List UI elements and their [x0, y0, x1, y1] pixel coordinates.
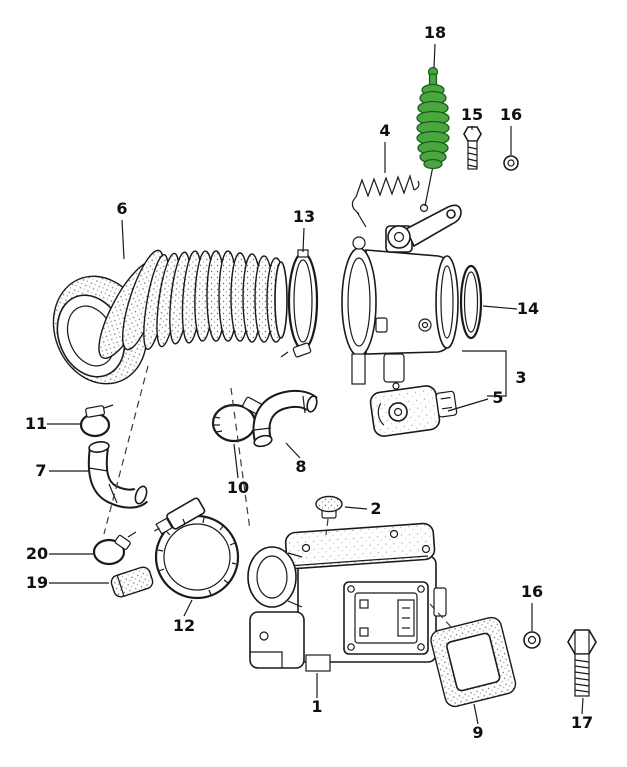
- part-label-13: 13: [293, 207, 315, 226]
- part-label-17: 17: [571, 713, 593, 732]
- part-6-intake-hose: [52, 249, 288, 385]
- part-2-cap: [315, 495, 343, 519]
- lever-ball-stud: [419, 203, 429, 213]
- part-18-boot-highlighted: [416, 66, 450, 170]
- part-label-19: 19: [26, 573, 48, 592]
- part-15-screw: [463, 126, 482, 170]
- part-label-8: 8: [295, 457, 306, 476]
- part-label-16-top: 16: [500, 105, 522, 124]
- part-3-throttle-body: [341, 165, 462, 390]
- part-17-bolt: [567, 629, 597, 697]
- part-7-elbow-hose: [87, 441, 149, 509]
- part-16-washer-top: [503, 155, 519, 171]
- part-label-6: 6: [116, 199, 127, 218]
- part-label-18: 18: [424, 23, 446, 42]
- part-label-12: 12: [173, 616, 195, 635]
- part-14-o-ring: [459, 264, 483, 340]
- construction-lines: [103, 365, 453, 629]
- part-label-15: 15: [461, 105, 483, 124]
- part-label-2: 2: [370, 499, 381, 518]
- part-11-clamp: [79, 404, 114, 438]
- hose-bellows-ribs: [143, 250, 286, 350]
- part-label-4: 4: [379, 121, 390, 140]
- part-13-clamp-ring: [280, 249, 319, 358]
- part-label-3: 3: [515, 368, 526, 387]
- part-12-clamp-large: [154, 497, 240, 600]
- part-label-16-bottom: 16: [521, 582, 543, 601]
- meter-foot: [249, 611, 305, 669]
- part-label-14: 14: [517, 299, 539, 318]
- part-8-elbow-hose: [252, 389, 318, 448]
- part-label-1: 1: [311, 697, 322, 716]
- part-labels: 18 4 15 16 6 13 14 3 5 11 7 10 8 2 20 19…: [25, 23, 593, 742]
- part-1-air-flow-meter: [247, 522, 447, 672]
- part-19-hose-piece: [110, 566, 154, 598]
- bracket-part-3: [462, 350, 507, 397]
- part-16-washer-bottom: [523, 631, 541, 649]
- part-label-20: 20: [26, 544, 48, 563]
- part-label-9: 9: [472, 723, 483, 742]
- part-label-11: 11: [25, 414, 47, 433]
- leader-lines: [47, 43, 584, 725]
- part-label-10: 10: [227, 478, 249, 497]
- part-9-gasket: [430, 616, 517, 708]
- part-5-switch: [369, 385, 458, 437]
- part-4-spring: [351, 174, 420, 228]
- part-20-clamp: [92, 531, 137, 566]
- switch-connector: [435, 390, 458, 418]
- part-label-5: 5: [492, 388, 503, 407]
- part-label-7: 7: [35, 461, 46, 480]
